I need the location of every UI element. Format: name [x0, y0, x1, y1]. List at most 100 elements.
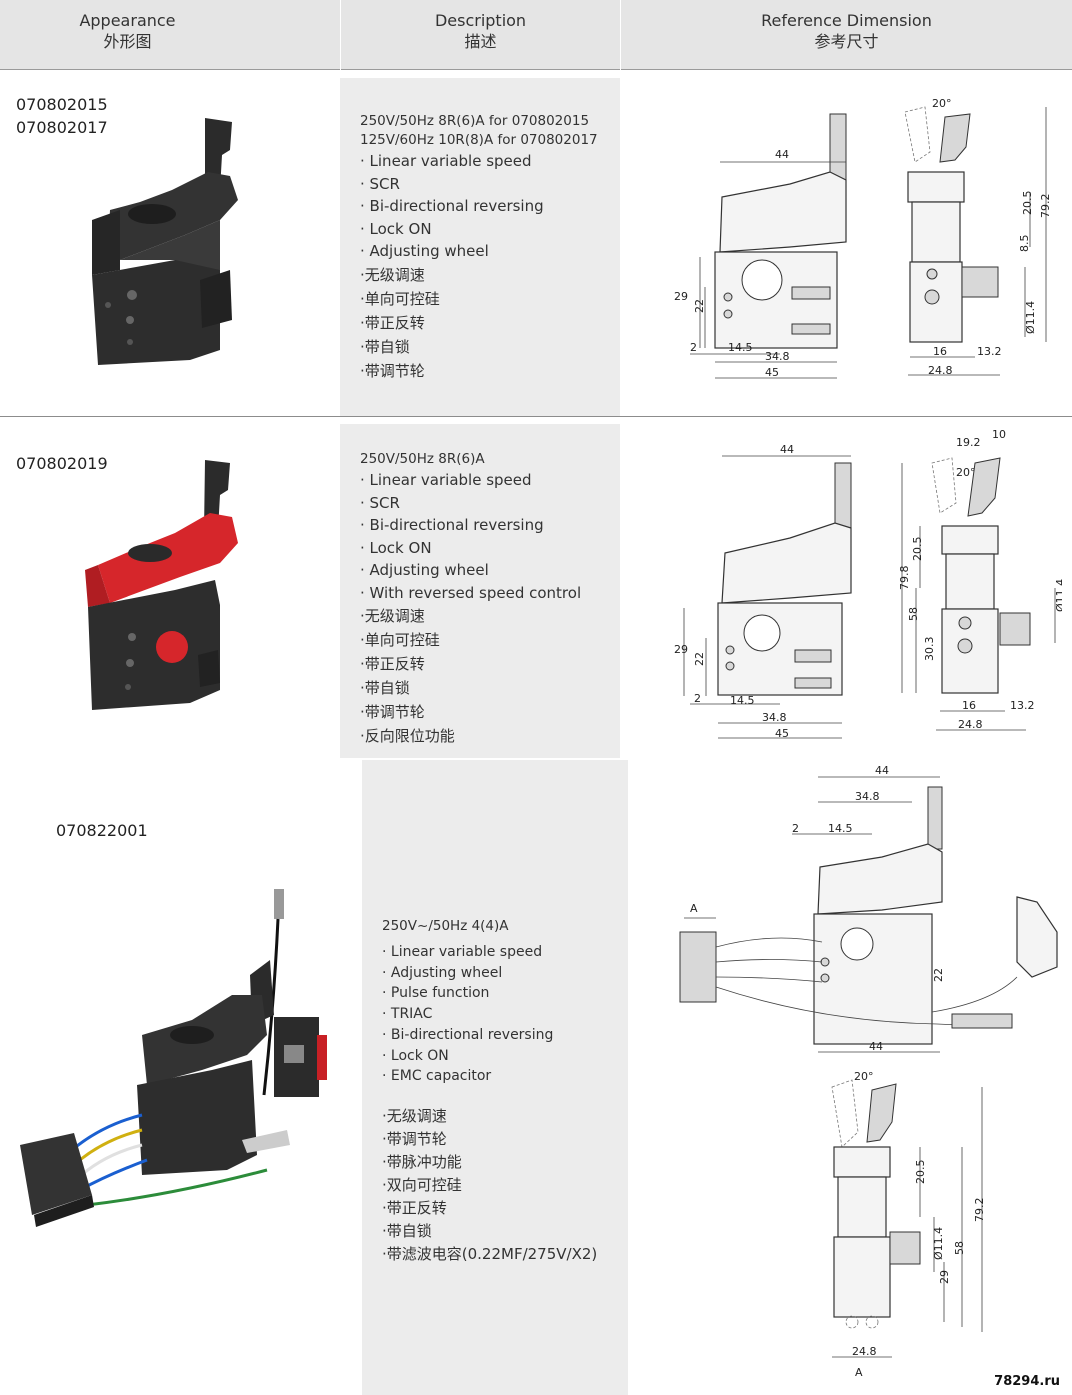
header-appearance: Appearance 外形图: [0, 0, 255, 70]
product-codes-3: 070822001: [56, 819, 148, 842]
dimension-drawing-3: 44 34.8 2 14.5 A 22 44 20° 20.5 Ø11.4 58…: [679, 764, 1058, 1379]
dim-label: 14.5: [828, 822, 853, 835]
switch-photo-with-wires: [20, 889, 327, 1227]
dim-label: 20°: [932, 97, 952, 110]
header-description-en: Description: [434, 11, 527, 30]
dim-label: 24.8: [852, 1345, 877, 1358]
feature-cn: ·带自锁: [360, 679, 410, 697]
header-appearance-cn: 外形图: [103, 32, 152, 51]
feature-cn: ·带滤波电容(0.22MF/275V/X2): [382, 1244, 598, 1263]
dimension-drawing-2: 44 29 22 2 14.5 34.8 45 19.2 10 20° 79.8…: [674, 428, 1062, 740]
description-panel-1: [340, 78, 620, 416]
dim-label: Ø11.4: [1054, 579, 1062, 612]
feature-cn: ·双向可控硅: [382, 1175, 462, 1194]
dim-label: 45: [775, 727, 789, 740]
dim-label: 45: [765, 366, 779, 379]
feature-en: · Adjusting wheel: [360, 561, 489, 579]
dim-label: 20°: [854, 1070, 874, 1083]
product-code: 070802019: [16, 454, 108, 473]
dim-label: 44: [875, 764, 889, 777]
dim-label: 44: [869, 1040, 883, 1053]
feature-cn: ·带自锁: [382, 1221, 432, 1240]
header-reference-en: Reference Dimension: [761, 11, 932, 30]
feature-en: · Adjusting wheel: [382, 964, 503, 981]
feature-cn: ·带脉冲功能: [382, 1152, 462, 1171]
dim-label: 2: [792, 822, 799, 835]
product-code: 070822001: [56, 821, 148, 840]
feature-en: · Bi-directional reversing: [360, 197, 544, 215]
dim-label: Ø11.4: [932, 1227, 945, 1260]
header-appearance-en: Appearance: [79, 11, 176, 30]
dim-label: 29: [674, 290, 688, 303]
dim-label: 29: [938, 1270, 951, 1284]
dim-label: 30.3: [923, 637, 936, 662]
dim-label: 20.5: [914, 1160, 927, 1185]
feature-en: · Linear variable speed: [360, 471, 532, 489]
feature-en: · SCR: [360, 493, 400, 512]
dim-label: 44: [780, 443, 794, 456]
watermark: 78294.ru: [994, 1374, 1060, 1389]
dim-label: 58: [907, 607, 920, 621]
dim-label: 58: [953, 1241, 966, 1255]
feature-en: · EMC capacitor: [382, 1068, 492, 1085]
product-codes-1: 070802015 070802017: [16, 93, 108, 139]
feature-en: · TRIAC: [382, 1006, 433, 1023]
feature-en: · With reversed speed control: [360, 583, 582, 602]
feature-en: · Lock ON: [382, 1047, 449, 1064]
dim-label: 24.8: [928, 364, 953, 377]
switch-photo-red: [85, 460, 238, 710]
description-panel-2: [340, 424, 620, 758]
dim-label: 22: [693, 652, 706, 666]
feature-cn: ·带自锁: [360, 337, 410, 356]
dim-label: 79.2: [973, 1198, 986, 1223]
dim-label: 29: [674, 643, 688, 656]
dim-label: A: [855, 1366, 863, 1379]
feature-en: · SCR: [360, 174, 400, 193]
description-list-2: 250V/50Hz 8R(6)A · Linear variable speed…: [360, 450, 581, 748]
dim-label: 20.5: [1021, 191, 1034, 216]
header-reference: Reference Dimension 参考尺寸: [620, 0, 1072, 70]
feature-en: · Linear variable speed: [382, 944, 543, 960]
feature-cn: ·单向可控硅: [360, 289, 440, 308]
feature-en: · Lock ON: [360, 219, 432, 238]
feature-cn: ·带调节轮: [360, 361, 425, 380]
feature-cn: ·带调节轮: [360, 703, 425, 721]
dim-label: 2: [694, 692, 701, 705]
spec-line: 250V/50Hz 8R(6)A for 070802015: [360, 113, 590, 129]
spec-line: 125V/60Hz 10R(8)A for 070802017: [360, 132, 598, 148]
dim-label: 34.8: [765, 350, 790, 363]
header-description: Description 描述: [340, 0, 620, 70]
dim-label: 20.5: [911, 537, 924, 562]
feature-cn: ·带正反转: [382, 1198, 447, 1217]
dimension-drawing-1: 44 29 22 2 14.5 34.8 45 20° 20.5 79.2 8.…: [674, 97, 1052, 379]
dim-label: 14.5: [730, 694, 755, 707]
feature-cn: ·单向可控硅: [360, 631, 440, 649]
dim-label: 8.5: [1018, 235, 1031, 253]
feature-en: · Linear variable speed: [360, 152, 532, 170]
dim-label: 22: [693, 299, 706, 313]
feature-cn: ·带调节轮: [382, 1129, 447, 1148]
table-header: Appearance 外形图 Description 描述 Reference …: [0, 0, 1072, 70]
dim-label: 34.8: [762, 711, 787, 724]
dim-label: 19.2: [956, 436, 981, 449]
dim-label: 20°: [956, 466, 976, 479]
description-list-1: 250V/50Hz 8R(6)A for 070802015 125V/60Hz…: [360, 112, 598, 383]
feature-en: · Adjusting wheel: [360, 242, 489, 260]
dim-label: Ø11.4: [1024, 301, 1037, 334]
dim-label: 13.2: [977, 345, 1002, 358]
feature-cn: ·带正反转: [360, 313, 425, 332]
dim-label: 2: [690, 341, 697, 354]
dim-label: 16: [933, 345, 947, 358]
product-code: 070802015: [16, 95, 108, 114]
switch-photo-black-1: [92, 118, 238, 365]
header-reference-cn: 参考尺寸: [814, 32, 879, 51]
dim-label: 44: [775, 148, 789, 161]
dim-label: 16: [962, 699, 976, 712]
product-codes-2: 070802019: [16, 452, 108, 475]
feature-en: · Lock ON: [360, 538, 432, 557]
dim-label: A: [690, 902, 698, 915]
product-code: 070802017: [16, 118, 108, 137]
dim-label: 24.8: [958, 718, 983, 731]
spec-line: 250V/50Hz 8R(6)A: [360, 451, 485, 467]
feature-cn: ·无级调速: [360, 265, 425, 284]
